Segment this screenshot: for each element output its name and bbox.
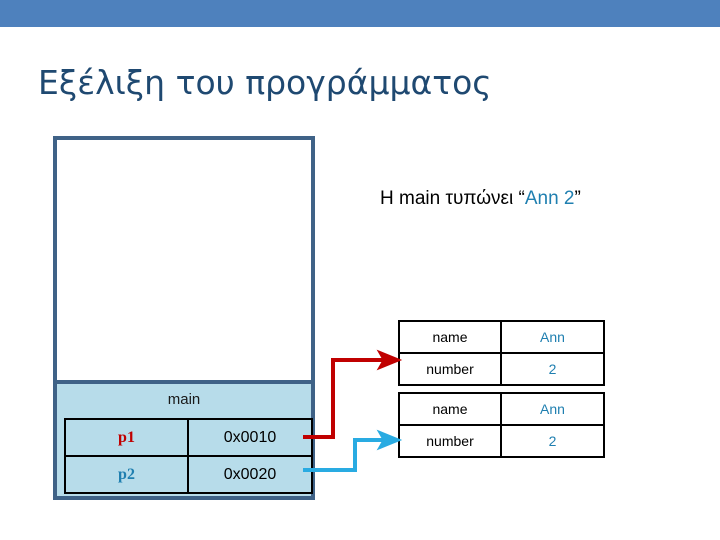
pointer-arrow-p2	[303, 429, 403, 472]
stack-diagram: main p1 0x0010 p2 0x0020	[53, 136, 315, 500]
table-row: number 2	[398, 352, 605, 386]
stack-frame-label: main	[167, 391, 201, 408]
caption-suffix: ”	[574, 188, 581, 209]
field-value-number: 2	[500, 424, 605, 458]
caption-highlight: Ann 2	[524, 188, 575, 209]
table-row: name Ann	[398, 392, 605, 426]
page-title: Εξέλιξη του προγράμματος	[38, 63, 492, 102]
table-row: name Ann	[398, 320, 605, 354]
field-key-number: number	[398, 352, 502, 386]
field-key-name: name	[398, 320, 502, 354]
heap-object-1: name Ann number 2	[398, 320, 605, 386]
caption-prefix: Η main τυπώνει “	[380, 188, 525, 209]
field-key-name: name	[398, 392, 502, 426]
output-caption: Η main τυπώνει “Ann 2”	[380, 186, 581, 212]
variable-name-p2: p2	[64, 455, 189, 494]
field-value-name: Ann	[500, 320, 605, 354]
stack-variables-table: p1 0x0010 p2 0x0020	[64, 418, 313, 494]
variable-label: p2	[118, 465, 135, 483]
field-key-number: number	[398, 424, 502, 458]
heap-object-2: name Ann number 2	[398, 392, 605, 458]
variable-label: p1	[118, 428, 135, 446]
variable-value-p2: 0x0020	[187, 455, 313, 494]
table-row: p1 0x0010	[64, 418, 313, 457]
stack-free-space	[57, 140, 311, 380]
variable-name-p1: p1	[64, 418, 189, 457]
field-value-number: 2	[500, 352, 605, 386]
stack-frame-main: main p1 0x0010 p2 0x0020	[57, 380, 313, 496]
variable-value-p1: 0x0010	[187, 418, 313, 457]
top-banner	[0, 0, 720, 27]
pointer-arrow-p1	[303, 349, 403, 439]
field-value-name: Ann	[500, 392, 605, 426]
table-row: p2 0x0020	[64, 455, 313, 494]
table-row: number 2	[398, 424, 605, 458]
